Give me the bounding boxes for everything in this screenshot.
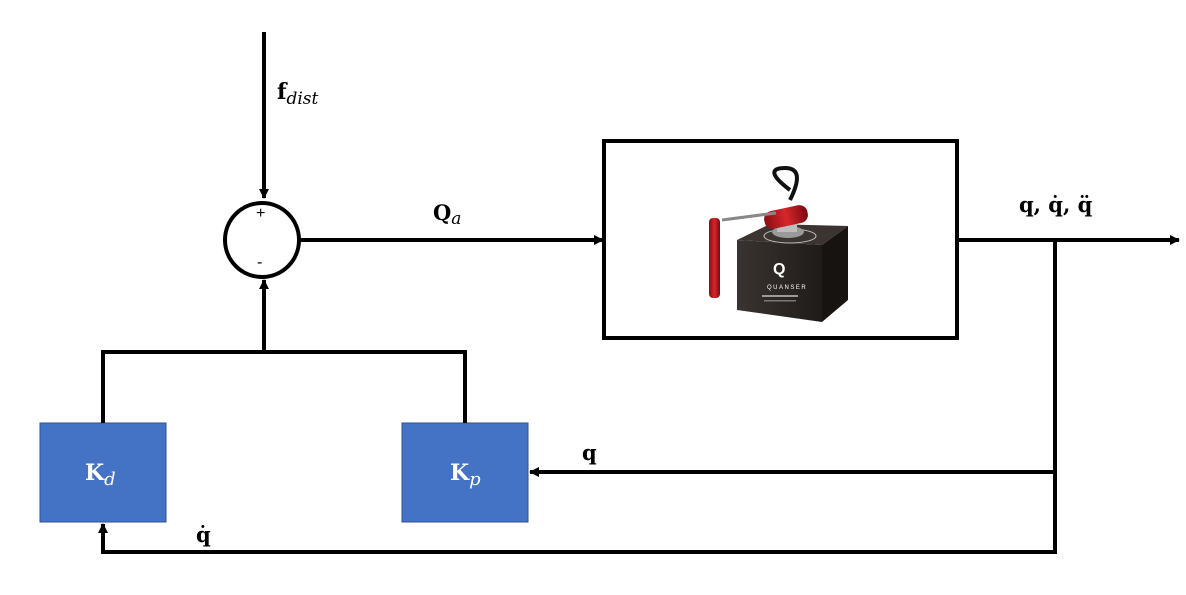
output-label: q, q̇, q̈ [1019, 192, 1093, 217]
summing-plus-sign: + [256, 205, 265, 222]
controller-output-combiner [101, 350, 467, 423]
velocity-feedback-arrow [98, 523, 1057, 554]
svg-text:QUANSER: QUANSER [767, 285, 807, 291]
servo-device-image: Q QUANSER [709, 165, 848, 322]
svg-text:Q: Q [773, 261, 785, 278]
disturbance-label: fdist [277, 79, 319, 109]
actuator-signal-label: Qa [433, 200, 461, 229]
kd-block [39, 422, 167, 523]
summing-minus-sign: - [257, 254, 262, 271]
kp-label: Kp [450, 460, 481, 490]
position-feedback-label: q [582, 440, 597, 465]
kd-label: Kd [85, 460, 116, 490]
velocity-feedback-label: q̇ [196, 522, 211, 547]
